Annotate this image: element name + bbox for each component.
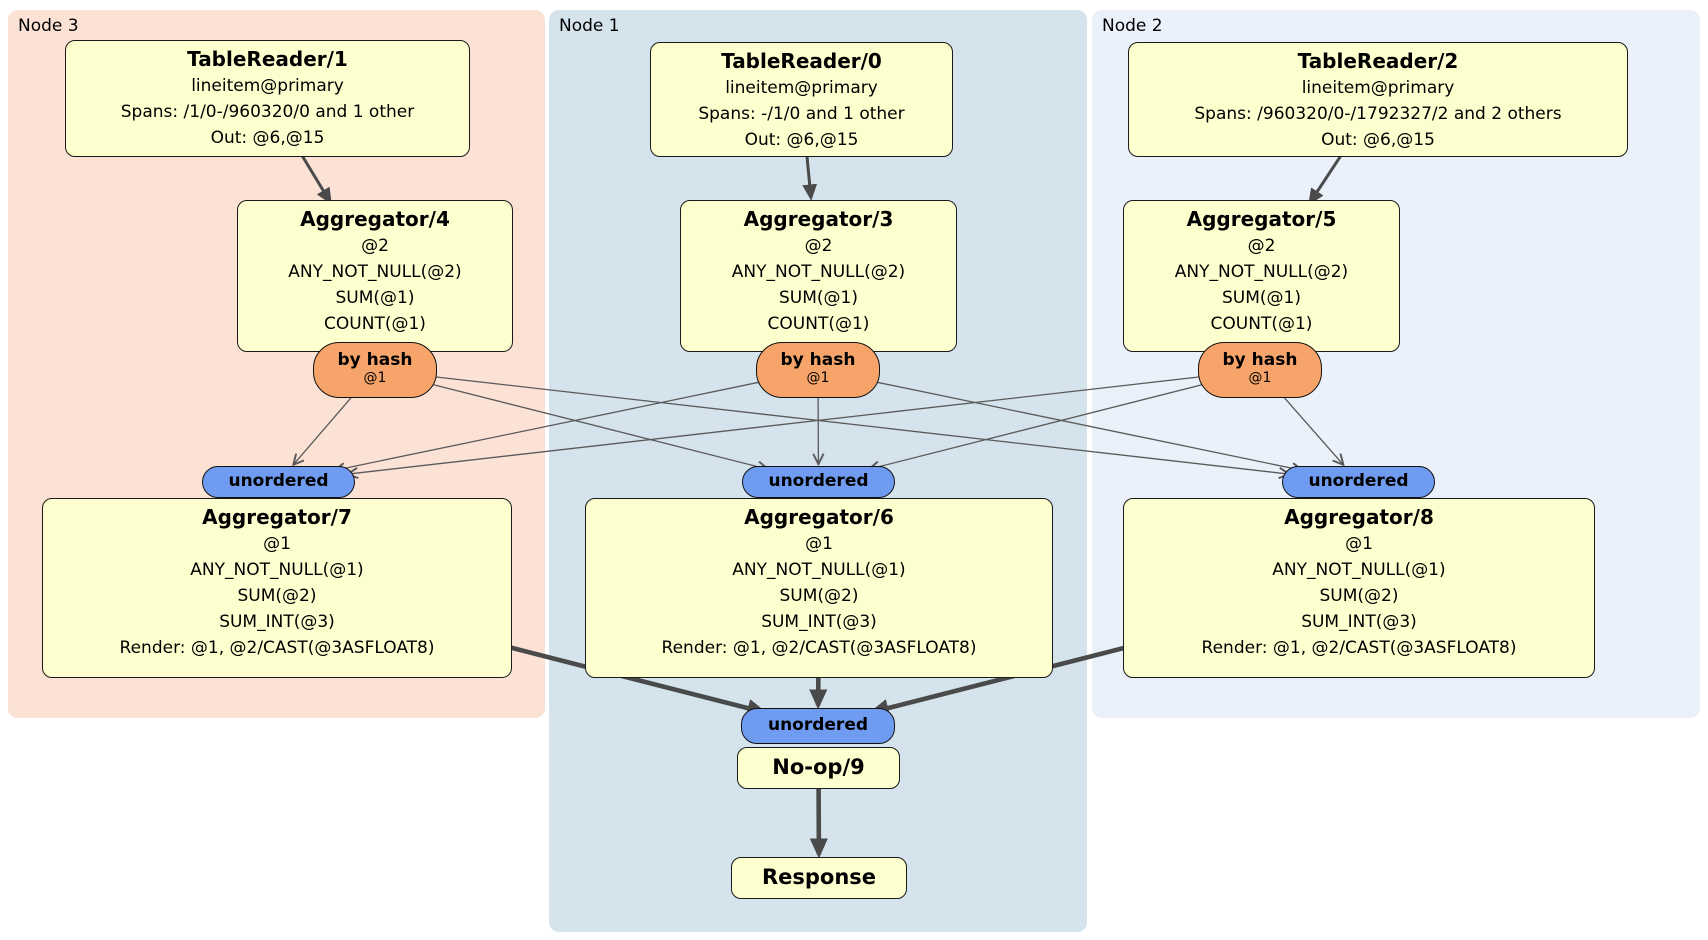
edge-byhash5-to-unordered8 (1282, 395, 1343, 464)
router-key: @1 (806, 370, 830, 386)
processor-title: Aggregator/7 (202, 505, 352, 529)
edge-byhash5-to-unordered6 (870, 383, 1207, 469)
processor-line: SUM(@1) (335, 288, 415, 308)
processor-line: SUM_INT(@3) (219, 612, 335, 632)
processor-title: TableReader/2 (1297, 49, 1459, 73)
processor-line: lineitem@primary (1301, 78, 1455, 98)
processor-line: SUM(@2) (779, 586, 859, 606)
edge-byhash5-to-unordered7 (348, 376, 1200, 474)
edge-byhash3-to-unordered8 (874, 381, 1301, 471)
processor-line: ANY_NOT_NULL(@1) (1272, 560, 1446, 580)
processor-line: Spans: /1/0-/960320/0 and 1 other (120, 102, 415, 122)
edge-byhash4-to-unordered8 (435, 376, 1289, 474)
processor-aggregator-3: Aggregator/3 @2 ANY_NOT_NULL(@2) SUM(@1)… (680, 200, 957, 352)
processor-title: Aggregator/4 (300, 207, 450, 231)
processor-line: lineitem@primary (191, 76, 344, 96)
processor-line: Out: @6,@15 (210, 128, 325, 148)
edge-byhash4-to-unordered6 (428, 383, 767, 469)
processor-line: ANY_NOT_NULL(@2) (731, 262, 906, 282)
processor-line: Spans: -/1/0 and 1 other (698, 104, 905, 124)
sync-label: unordered (767, 715, 869, 735)
edge-tablereader1-to-aggregator4 (301, 155, 332, 205)
processor-response: Response (731, 857, 907, 899)
edge-byhash3-to-unordered7 (335, 381, 762, 471)
processor-line: SUM(@1) (779, 288, 858, 308)
processor-line: Render: @1, @2/CAST(@3ASFLOAT8) (119, 638, 435, 658)
processor-title: Aggregator/6 (744, 505, 894, 529)
processor-line: @2 (1247, 236, 1276, 256)
processor-line: Render: @1, @2/CAST(@3ASFLOAT8) (661, 638, 977, 658)
processor-aggregator-6: Aggregator/6 @1 ANY_NOT_NULL(@1) SUM(@2)… (585, 498, 1053, 678)
processor-line: Out: @6,@15 (1321, 130, 1435, 150)
sync-unordered-6: unordered (742, 466, 895, 498)
processor-title: TableReader/1 (187, 47, 348, 71)
router-by-hash-5: by hash @1 (1198, 342, 1322, 398)
processor-title: Aggregator/8 (1284, 505, 1434, 529)
processor-title: TableReader/0 (721, 49, 882, 73)
processor-line: Out: @6,@15 (744, 130, 859, 150)
processor-line: lineitem@primary (725, 78, 878, 98)
processor-aggregator-5: Aggregator/5 @2 ANY_NOT_NULL(@2) SUM(@1)… (1123, 200, 1400, 352)
processor-line: @1 (263, 534, 291, 554)
processor-line: ANY_NOT_NULL(@1) (190, 560, 364, 580)
router-key: @1 (363, 370, 387, 386)
processor-line: @2 (804, 236, 833, 256)
processor-line: Render: @1, @2/CAST(@3ASFLOAT8) (1201, 638, 1517, 658)
processor-line: @1 (805, 534, 833, 554)
processor-line: @2 (361, 236, 389, 256)
router-key: @1 (1248, 370, 1272, 386)
edge-tablereader0-to-aggregator3 (802, 156, 818, 201)
panel-node-1-label: Node 1 (559, 16, 620, 36)
processor-line: SUM(@2) (237, 586, 317, 606)
router-by-hash-3: by hash @1 (756, 342, 880, 398)
processor-line: Spans: /960320/0-/1792327/2 and 2 others (1194, 104, 1562, 124)
processor-title: Aggregator/3 (743, 207, 894, 231)
sync-label: unordered (228, 471, 329, 491)
router-by-hash-4: by hash @1 (313, 342, 437, 398)
router-label: by hash (780, 350, 856, 370)
processor-line: SUM_INT(@3) (1301, 612, 1417, 632)
processor-line: @1 (1345, 534, 1373, 554)
processor-aggregator-7: Aggregator/7 @1 ANY_NOT_NULL(@1) SUM(@2)… (42, 498, 512, 678)
processor-line: SUM(@2) (1319, 586, 1399, 606)
processor-title: Response (761, 865, 877, 889)
panel-node-3-label: Node 3 (18, 16, 79, 36)
processor-noop-9: No-op/9 (737, 747, 900, 789)
processor-tablereader-0: TableReader/0 lineitem@primary Spans: -/… (650, 42, 953, 157)
processor-line: ANY_NOT_NULL(@1) (732, 560, 906, 580)
sync-label: unordered (768, 471, 869, 491)
processor-line: SUM(@1) (1222, 288, 1301, 308)
processor-line: COUNT(@1) (324, 314, 426, 334)
processor-title: No-op/9 (772, 755, 865, 779)
sync-unordered-7: unordered (202, 466, 355, 498)
panel-node-2-label: Node 2 (1102, 16, 1163, 36)
processor-line: ANY_NOT_NULL(@2) (1174, 262, 1349, 282)
processor-tablereader-1: TableReader/1 lineitem@primary Spans: /1… (65, 40, 470, 157)
processor-line: COUNT(@1) (1210, 314, 1313, 334)
processor-line: COUNT(@1) (767, 314, 870, 334)
processor-aggregator-8: Aggregator/8 @1 ANY_NOT_NULL(@1) SUM(@2)… (1123, 498, 1595, 678)
processor-line: SUM_INT(@3) (761, 612, 877, 632)
sync-unordered-8: unordered (1282, 466, 1435, 498)
processor-aggregator-4: Aggregator/4 @2 ANY_NOT_NULL(@2) SUM(@1)… (237, 200, 513, 352)
processor-line: ANY_NOT_NULL(@2) (288, 262, 462, 282)
router-label: by hash (337, 350, 413, 370)
processor-title: Aggregator/5 (1186, 207, 1337, 231)
sync-label: unordered (1308, 471, 1409, 491)
edge-byhash4-to-unordered7 (294, 395, 354, 464)
edge-tablereader2-to-aggregator5 (1308, 155, 1342, 206)
processor-tablereader-2: TableReader/2 lineitem@primary Spans: /9… (1128, 42, 1628, 157)
router-label: by hash (1222, 350, 1298, 370)
sync-unordered-final: unordered (741, 708, 895, 744)
